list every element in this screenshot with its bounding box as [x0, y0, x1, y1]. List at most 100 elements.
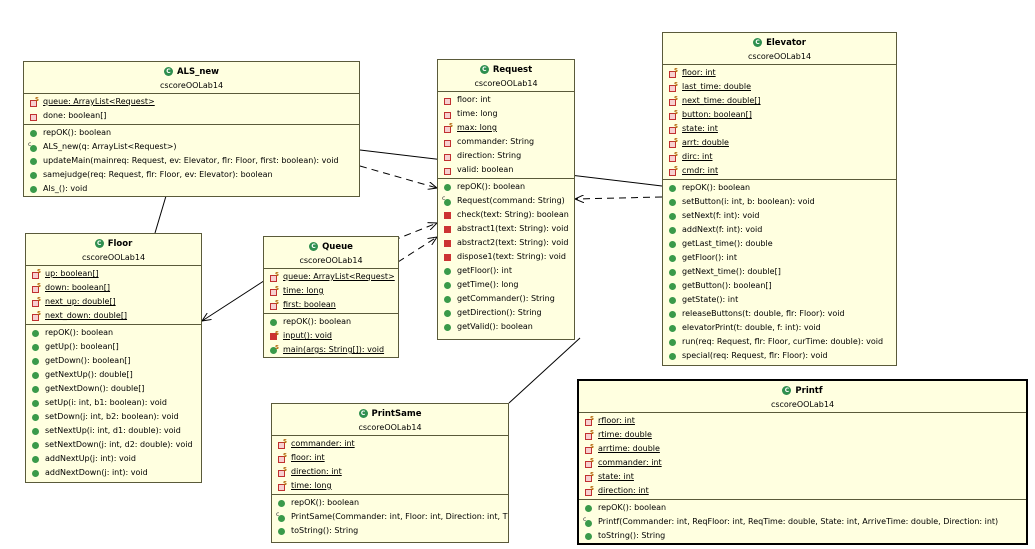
member-row[interactable]: updateMain(mainreq: Request, ev: Elevato… — [24, 154, 359, 168]
member-row[interactable]: time: long — [264, 282, 398, 298]
class-elevator[interactable]: CElevatorcscoreOOLab14floor: intlast_tim… — [662, 32, 897, 366]
association-line-elevator-printsame[interactable] — [508, 337, 581, 404]
member-row[interactable]: commander: int — [272, 435, 508, 451]
member-row[interactable]: getValid(): boolean — [438, 320, 574, 334]
member-row[interactable]: samejudge(req: Request, flr: Floor, ev: … — [24, 168, 359, 182]
member-row[interactable]: max: long — [438, 119, 574, 135]
member-row[interactable]: repOK(): boolean — [264, 315, 398, 329]
member-row[interactable]: time: long — [438, 107, 574, 121]
member-row[interactable]: addNext(f: int): void — [663, 223, 896, 237]
member-row[interactable]: arrt: double — [663, 134, 896, 150]
member-row[interactable]: abstract2(text: String): void — [438, 236, 574, 250]
member-row[interactable]: Request(command: String) — [438, 192, 574, 208]
member-row[interactable]: dirc: int — [663, 148, 896, 164]
class-printsame[interactable]: CPrintSamecscoreOOLab14commander: intflo… — [271, 403, 509, 543]
member-row[interactable]: valid: boolean — [438, 163, 574, 177]
member-row[interactable]: setUp(i: int, b1: boolean): void — [26, 396, 201, 410]
member-row[interactable]: direction: String — [438, 149, 574, 163]
member-row[interactable]: repOK(): boolean — [26, 326, 201, 340]
member-row[interactable]: queue: ArrayList<Request> — [264, 268, 398, 284]
member-row[interactable]: check(text: String): boolean — [438, 208, 574, 222]
member-row[interactable]: button: boolean[] — [663, 106, 896, 122]
class-printf[interactable]: CPrintfcscoreOOLab14rfloor: intrtime: do… — [577, 379, 1028, 545]
member-row[interactable]: getFloor(): int — [663, 251, 896, 265]
member-row[interactable]: getFloor(): int — [438, 264, 574, 278]
member-row[interactable]: getButton(): boolean[] — [663, 279, 896, 293]
member-row[interactable]: repOK(): boolean — [272, 496, 508, 510]
member-row[interactable]: addNextDown(j: int): void — [26, 466, 201, 480]
member-row[interactable]: setNextDown(j: int, d2: double): void — [26, 438, 201, 452]
member-row[interactable]: first: boolean — [264, 296, 398, 312]
member-row[interactable]: getNextUp(): double[] — [26, 368, 201, 382]
member-row[interactable]: Printf(Commander: int, ReqFloor: int, Re… — [579, 513, 1026, 529]
member-row[interactable]: floor: int — [438, 93, 574, 107]
member-row[interactable]: toString(): String — [272, 524, 508, 538]
member-row[interactable]: up: boolean[] — [26, 265, 201, 281]
private-field-icon — [668, 106, 678, 120]
member-row[interactable]: getUp(): boolean[] — [26, 340, 201, 354]
member-row[interactable]: next_up: double[] — [26, 293, 201, 309]
member-row[interactable]: toString(): String — [579, 529, 1026, 543]
dependency-line-als-request[interactable] — [359, 165, 437, 188]
member-row[interactable]: getDirection(): String — [438, 306, 574, 320]
member-row[interactable]: rtime: double — [579, 426, 1026, 442]
member-row[interactable]: PrintSame(Commander: int, Floor: int, Di… — [272, 508, 508, 524]
member-row[interactable]: down: boolean[] — [26, 279, 201, 295]
public-method-icon — [269, 318, 278, 327]
member-row[interactable]: cmdr: int — [663, 162, 896, 178]
member-row[interactable]: special(req: Request, flr: Floor): void — [663, 349, 896, 363]
member-row[interactable]: main(args: String[]): void — [264, 341, 398, 357]
member-row[interactable]: getNext_time(): double[] — [663, 265, 896, 279]
member-row[interactable]: next_time: double[] — [663, 92, 896, 108]
member-row[interactable]: abstract1(text: String): void — [438, 222, 574, 236]
member-row[interactable]: elevatorPrint(t: double, f: int): void — [663, 321, 896, 335]
member-row[interactable]: floor: int — [663, 64, 896, 80]
member-row[interactable]: ALS_new(q: ArrayList<Request>) — [24, 138, 359, 154]
dependency-line-elevator-request[interactable] — [575, 197, 663, 199]
association-line-als-floor[interactable] — [154, 195, 167, 234]
member-text: getLast_time(): double — [682, 239, 773, 248]
member-row[interactable]: run(req: Request, flr: Floor, curTime: d… — [663, 335, 896, 349]
member-row[interactable]: repOK(): boolean — [579, 501, 1026, 515]
member-row[interactable]: getDown(): boolean[] — [26, 354, 201, 368]
member-row[interactable]: addNextUp(j: int): void — [26, 452, 201, 466]
public-method-icon — [31, 427, 40, 436]
member-row[interactable]: commander: String — [438, 135, 574, 149]
member-row[interactable]: setDown(j: int, b2: boolean): void — [26, 410, 201, 424]
member-row[interactable]: setButton(i: int, b: boolean): void — [663, 195, 896, 209]
class-queue[interactable]: CQueuecscoreOOLab14queue: ArrayList<Requ… — [263, 236, 399, 358]
member-row[interactable]: time: long — [272, 477, 508, 493]
member-row[interactable]: repOK(): boolean — [438, 180, 574, 194]
member-row[interactable]: releaseButtons(t: double, flr: Floor): v… — [663, 307, 896, 321]
class-name: PrintSame — [371, 409, 422, 419]
member-row[interactable]: direction: int — [579, 482, 1026, 498]
member-row[interactable]: done: boolean[] — [24, 109, 359, 123]
member-row[interactable]: state: int — [579, 468, 1026, 484]
member-row[interactable]: getNextDown(): double[] — [26, 382, 201, 396]
member-row[interactable]: setNext(f: int): void — [663, 209, 896, 223]
member-row[interactable]: repOK(): boolean — [24, 126, 359, 140]
member-row[interactable]: input(): void — [264, 327, 398, 343]
member-row[interactable]: last_time: double — [663, 78, 896, 94]
member-row[interactable]: queue: ArrayList<Request> — [24, 93, 359, 109]
member-row[interactable]: dispose1(text: String): void — [438, 250, 574, 264]
member-row[interactable]: Als_(): void — [24, 182, 359, 196]
member-row[interactable]: getLast_time(): double — [663, 237, 896, 251]
dependency-line-queue-request-2[interactable] — [397, 237, 437, 263]
class-floor[interactable]: CFloorcscoreOOLab14up: boolean[]down: bo… — [25, 233, 202, 483]
member-row[interactable]: next_down: double[] — [26, 307, 201, 323]
member-row[interactable]: direction: int — [272, 463, 508, 479]
member-row[interactable]: state: int — [663, 120, 896, 136]
member-row[interactable]: getCommander(): String — [438, 292, 574, 306]
member-row[interactable]: rfloor: int — [579, 412, 1026, 428]
member-row[interactable]: setNextUp(i: int, d1: double): void — [26, 424, 201, 438]
member-row[interactable]: arrtime: double — [579, 440, 1026, 456]
member-row[interactable]: floor: int — [272, 449, 508, 465]
member-row[interactable]: getTime(): long — [438, 278, 574, 292]
member-row[interactable]: repOK(): boolean — [663, 181, 896, 195]
member-row[interactable]: getState(): int — [663, 293, 896, 307]
member-row[interactable]: commander: int — [579, 454, 1026, 470]
